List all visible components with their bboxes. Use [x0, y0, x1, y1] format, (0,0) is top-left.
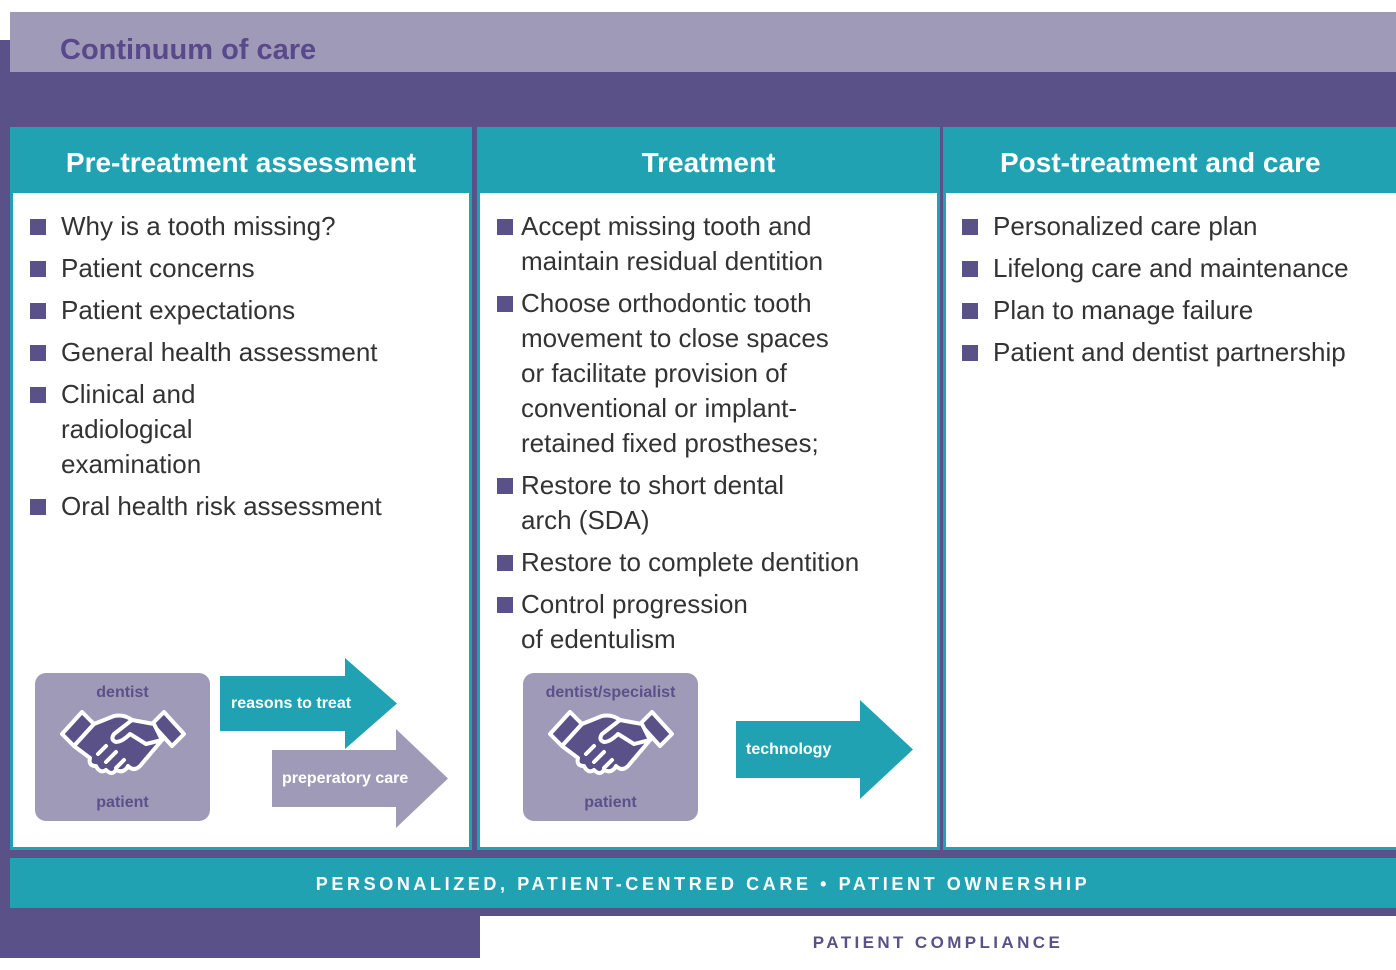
list-item: Restore to complete dentition	[497, 545, 917, 580]
handshake-icon	[60, 710, 186, 775]
left-accent-strip	[0, 40, 10, 72]
box-top-label: dentist	[96, 684, 149, 701]
bullet-square-icon	[962, 303, 978, 319]
personalized-care-band: PERSONALIZED, PATIENT-CENTRED CARE • PAT…	[10, 858, 1396, 908]
bullet-square-icon	[497, 478, 513, 494]
patient-compliance-band: PATIENT COMPLIANCE	[480, 916, 1396, 958]
bullet-square-icon	[962, 345, 978, 361]
handshake-icon	[548, 710, 674, 775]
pre-treatment-list: Why is a tooth missing? Patient concerns…	[30, 209, 460, 531]
bullet-square-icon	[497, 219, 513, 235]
arrow-label: preperatory care	[282, 769, 409, 787]
list-item: Accept missing tooth and maintain residu…	[497, 209, 917, 279]
bullet-square-icon	[30, 303, 46, 319]
box-bottom-label: patient	[584, 794, 637, 811]
dentist-patient-box: dentist patient	[35, 673, 210, 821]
page-title: Continuum of care	[60, 34, 317, 66]
list-item: General health assessment	[30, 335, 460, 370]
list-item: Personalized care plan	[962, 209, 1396, 244]
pre-treatment-heading: Pre-treatment assessment	[13, 130, 469, 193]
bullet-square-icon	[497, 597, 513, 613]
list-item: Plan to manage failure	[962, 293, 1396, 328]
box-top-label: dentist/specialist	[545, 684, 676, 701]
box-bottom-label: patient	[96, 794, 149, 811]
arrow-shape	[736, 700, 913, 799]
arrow-label: reasons to treat	[231, 694, 352, 712]
list-item: Lifelong care and maintenance	[962, 251, 1396, 286]
title-band: Continuum of care	[10, 12, 1396, 72]
bullet-square-icon	[962, 219, 978, 235]
bullet-square-icon	[30, 261, 46, 277]
list-item: Patient concerns	[30, 251, 460, 286]
bullet-square-icon	[30, 387, 46, 403]
bullet-square-icon	[30, 219, 46, 235]
arrow-label: technology	[746, 740, 832, 758]
dentist-specialist-patient-box: dentist/specialist patient	[523, 673, 698, 821]
post-treatment-list: Personalized care plan Lifelong care and…	[962, 209, 1396, 377]
post-treatment-heading: Post-treatment and care	[946, 130, 1396, 193]
arrow-shape	[272, 729, 448, 828]
bullet-square-icon	[962, 261, 978, 277]
bullet-square-icon	[497, 296, 513, 312]
list-item: Clinical and radiological examination	[30, 377, 460, 482]
reasons-to-treat-arrow: reasons to treat	[220, 658, 397, 749]
list-item: Oral health risk assessment	[30, 489, 460, 524]
bullet-square-icon	[30, 499, 46, 515]
arrow-shape	[220, 658, 397, 749]
technology-arrow: technology	[736, 700, 913, 799]
list-item: Restore to short dental arch (SDA)	[497, 468, 917, 538]
pre-treatment-column: Pre-treatment assessment Why is a tooth …	[10, 127, 472, 850]
preparatory-care-arrow: preperatory care	[272, 729, 448, 828]
post-treatment-column: Post-treatment and care Personalized car…	[943, 127, 1396, 850]
list-item: Control progression of edentulism	[497, 587, 917, 657]
bullet-square-icon	[497, 555, 513, 571]
treatment-list: Accept missing tooth and maintain residu…	[497, 209, 917, 664]
treatment-column: Treatment Accept missing tooth and maint…	[477, 127, 940, 850]
list-item: Patient expectations	[30, 293, 460, 328]
treatment-heading: Treatment	[480, 130, 937, 193]
list-item: Why is a tooth missing?	[30, 209, 460, 244]
bullet-square-icon	[30, 345, 46, 361]
list-item: Patient and dentist partnership	[962, 335, 1396, 370]
list-item: Choose orthodontic tooth movement to clo…	[497, 286, 917, 461]
